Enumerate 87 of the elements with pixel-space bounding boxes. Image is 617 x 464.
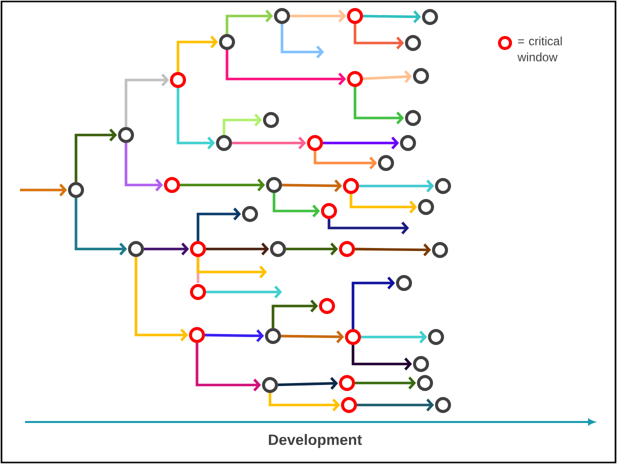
critical-window-circle xyxy=(339,375,355,391)
critical-window-circle xyxy=(321,203,337,219)
milestone-circle xyxy=(262,377,278,393)
milestone-circle xyxy=(435,397,451,413)
arrow xyxy=(206,286,282,298)
arrow xyxy=(362,70,412,84)
arrow xyxy=(280,330,344,344)
arrow xyxy=(20,184,67,196)
critical-window-circle xyxy=(347,71,363,87)
milestone-circle xyxy=(422,9,438,25)
arrow xyxy=(176,88,215,150)
arrow xyxy=(226,50,346,86)
milestone-circle xyxy=(428,329,444,345)
arrow xyxy=(196,343,261,392)
axis-label: Development xyxy=(268,434,362,448)
arrow xyxy=(134,257,188,342)
arrow xyxy=(196,257,267,278)
arrow xyxy=(144,242,189,256)
critical-window-circle xyxy=(343,178,359,194)
arrow xyxy=(328,219,409,234)
arrow xyxy=(361,330,427,344)
arrow xyxy=(357,398,434,412)
milestone-circle xyxy=(418,199,434,215)
arrow xyxy=(278,377,338,390)
critical-window-circle xyxy=(307,135,323,151)
milestone-circle xyxy=(405,110,421,126)
arrow xyxy=(280,24,324,58)
arrow xyxy=(352,345,412,370)
arrow xyxy=(124,143,163,192)
arrow xyxy=(196,208,241,241)
arrow xyxy=(359,180,434,192)
milestone-circle xyxy=(432,242,448,258)
milestone-circle xyxy=(265,328,281,344)
arrow xyxy=(354,24,404,50)
arrow xyxy=(362,10,421,24)
arrow xyxy=(124,74,169,127)
milestone-circle xyxy=(118,127,134,143)
critical-window-circle xyxy=(189,327,205,343)
legend-text: = critical window xyxy=(518,36,562,62)
arrow xyxy=(323,136,399,150)
critical-window-circle xyxy=(190,241,206,257)
arrow xyxy=(74,198,127,256)
milestone-circle xyxy=(378,155,394,171)
arrow xyxy=(354,87,404,124)
arrow xyxy=(204,329,264,342)
critical-window-circle xyxy=(339,241,355,257)
milestone-circle xyxy=(417,375,433,391)
arrow xyxy=(352,276,395,329)
arrow xyxy=(222,114,262,135)
critical-window-circle xyxy=(341,397,357,413)
arrow xyxy=(272,193,320,218)
critical-window-circle xyxy=(347,8,363,24)
arrow xyxy=(226,10,273,34)
arrow xyxy=(282,179,342,192)
milestone-circle xyxy=(68,182,84,198)
critical-window-circle xyxy=(170,72,186,88)
arrow xyxy=(206,242,269,256)
critical-window-circle xyxy=(164,177,180,193)
milestone-circle xyxy=(400,135,416,151)
milestone-circle xyxy=(216,135,232,151)
milestone-circle xyxy=(405,35,421,51)
arrow xyxy=(355,376,416,390)
arrow xyxy=(74,128,117,182)
milestone-circle xyxy=(266,177,282,193)
milestone-circle xyxy=(219,34,235,50)
arrow xyxy=(180,178,265,192)
critical-window-circle xyxy=(345,329,361,345)
milestone-circle xyxy=(413,68,429,84)
milestone-circle xyxy=(128,241,144,257)
arrow xyxy=(350,194,417,214)
arrow xyxy=(176,36,218,72)
milestone-circle xyxy=(242,206,258,222)
arrow xyxy=(355,243,431,256)
arrow xyxy=(286,242,338,256)
critical-window-circle xyxy=(190,284,206,300)
arrow xyxy=(272,300,318,328)
arrow xyxy=(290,10,346,22)
milestone-circle xyxy=(396,275,412,291)
arrow xyxy=(268,393,340,412)
arrow xyxy=(232,136,306,150)
critical-window-circle xyxy=(319,298,335,314)
milestone-circle xyxy=(413,356,429,372)
milestone-circle xyxy=(435,178,451,194)
milestone-circle xyxy=(263,112,279,128)
milestone-circle xyxy=(270,241,286,257)
milestone-circle xyxy=(274,8,290,24)
arrow xyxy=(314,151,377,170)
